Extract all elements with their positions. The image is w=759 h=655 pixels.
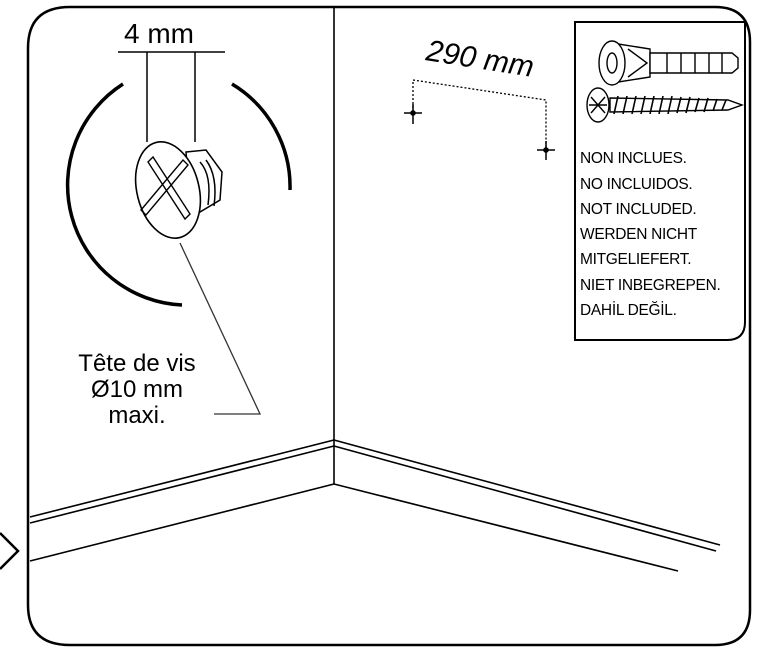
screw-head-leader [179,242,262,415]
wood-screw-icon [586,87,745,123]
left-arrow-marker [0,532,20,570]
frame-border [26,5,752,647]
dimension-290mm [404,79,555,160]
notice-line-de-2: MITGELIEFERT. [580,251,691,268]
dimension-4mm [118,51,225,142]
screw-head-label-line-1: Tête de vis [78,350,195,377]
screw-head-label-line-2: Ø10 mm [91,376,183,403]
cross-screw-head-icon [134,141,202,239]
notice-line-fr: NON INCLUES. [580,150,687,167]
floor-skirting [29,439,721,572]
dimension-290mm-label: 290 mm [423,34,536,84]
notice-line-de-1: WERDEN NICHT [580,226,698,243]
rotation-arc-left [65,82,183,307]
notice-line-tr: DAHİL DEĞİL. [580,301,677,319]
dimension-4mm-label: 4 mm [124,18,194,49]
screw-head-label-line-3: maxi. [108,402,165,429]
notice-line-nl: NIET INBEGREPEN. [580,277,720,294]
screw-head-label: Tête de vis Ø10 mm maxi. [78,350,195,429]
rotation-arc-right [231,82,292,191]
notice-line-es: NO INCLUIDOS. [580,176,692,193]
notice-line-en: NOT INCLUDED. [580,201,696,218]
not-included-notice: NON INCLUES. NO INCLUIDOS. NOT INCLUDED.… [580,150,721,319]
wall-plug-icon [598,40,739,86]
